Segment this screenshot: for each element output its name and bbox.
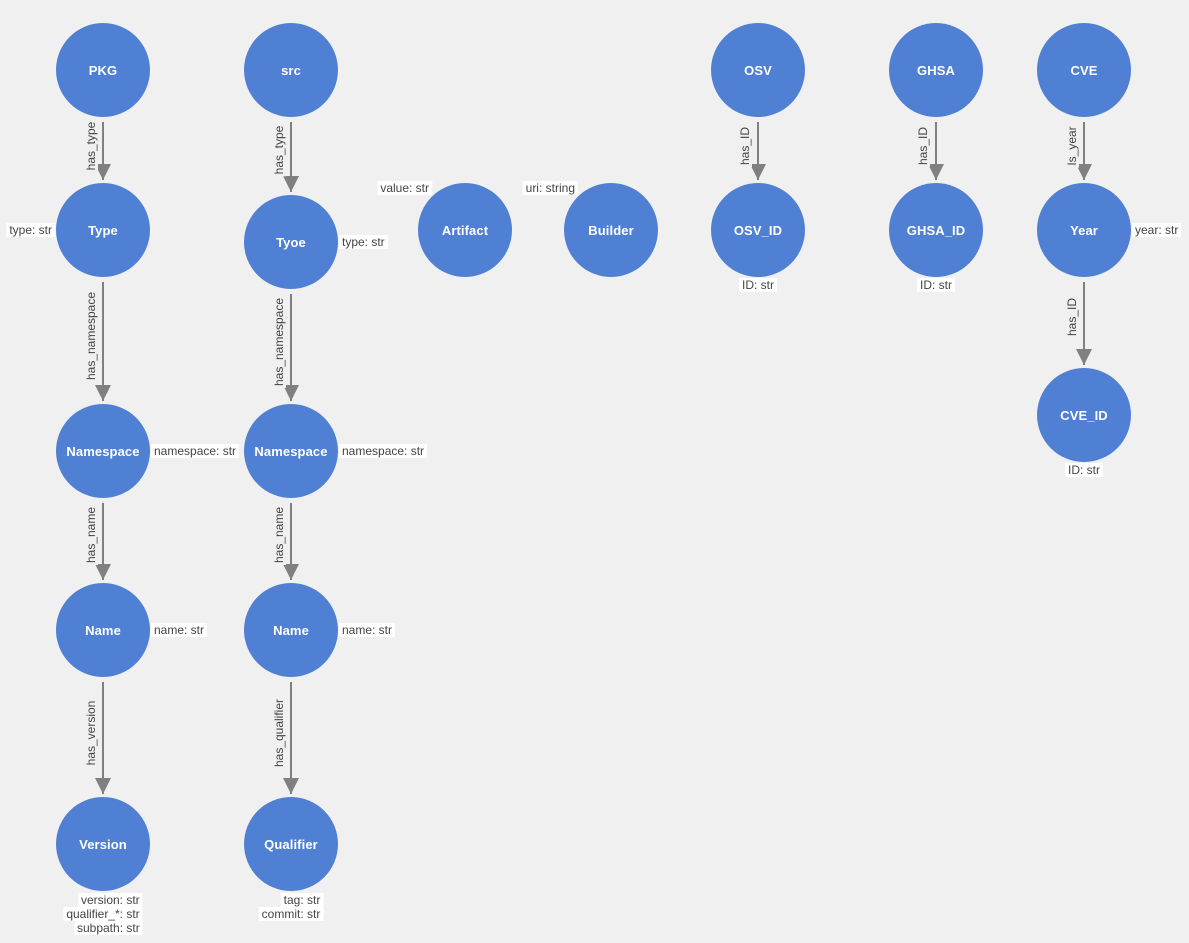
node-label: Namespace bbox=[66, 443, 140, 459]
node-label: OSV_ID bbox=[733, 222, 783, 238]
prop-year: year: str bbox=[1132, 223, 1182, 237]
node-artifact[interactable]: Artifact bbox=[418, 183, 512, 277]
prop-src-name: name: str bbox=[339, 623, 396, 637]
prop-version-subpath: subpath: str bbox=[73, 921, 143, 935]
node-label: src bbox=[281, 62, 301, 78]
edge-label-cve-is-year: Is_year bbox=[1065, 124, 1079, 168]
edge-label-pkg-has-namespace: has_namespace bbox=[84, 289, 98, 383]
prop-cve-id: ID: str bbox=[1065, 463, 1103, 477]
node-label: CVE bbox=[1070, 62, 1098, 78]
node-label: Tyoe bbox=[276, 234, 306, 250]
node-label: CVE_ID bbox=[1060, 407, 1108, 423]
edge-label-src-has-namespace: has_namespace bbox=[272, 295, 286, 389]
node-label: Name bbox=[85, 622, 121, 638]
node-builder[interactable]: Builder bbox=[564, 183, 658, 277]
edge-label-osv-has-id: has_ID bbox=[738, 124, 752, 168]
prop-ghsa-id: ID: str bbox=[917, 278, 955, 292]
prop-qualifier-commit: commit: str bbox=[258, 907, 324, 921]
node-year[interactable]: Year bbox=[1037, 183, 1131, 277]
node-ghsa[interactable]: GHSA bbox=[889, 23, 983, 117]
node-label: GHSA bbox=[917, 62, 955, 78]
node-pkg-type[interactable]: Type bbox=[56, 183, 150, 277]
edge-label-pkg-has-type: has_type bbox=[84, 119, 98, 173]
props-version: version: str qualifier_*: str subpath: s… bbox=[63, 893, 143, 935]
prop-version-qualifier: qualifier_*: str bbox=[63, 907, 143, 921]
node-label: Type bbox=[88, 222, 118, 238]
node-osv[interactable]: OSV bbox=[711, 23, 805, 117]
edge-label-year-has-id: has_ID bbox=[1065, 295, 1079, 339]
prop-osv-id: ID: str bbox=[739, 278, 777, 292]
edge-label-ghsa-has-id: has_ID bbox=[916, 124, 930, 168]
prop-pkg-name: name: str bbox=[151, 623, 208, 637]
node-label: Builder bbox=[588, 222, 634, 238]
prop-qualifier-tag: tag: str bbox=[280, 893, 324, 907]
node-cve[interactable]: CVE bbox=[1037, 23, 1131, 117]
node-cve-id[interactable]: CVE_ID bbox=[1037, 368, 1131, 462]
node-ghsa-id[interactable]: GHSA_ID bbox=[889, 183, 983, 277]
node-label: GHSA_ID bbox=[906, 222, 966, 238]
node-src[interactable]: src bbox=[244, 23, 338, 117]
prop-version-version: version: str bbox=[78, 893, 143, 907]
node-label: Qualifier bbox=[264, 836, 318, 852]
node-label: Year bbox=[1070, 222, 1098, 238]
edge-label-src-has-name: has_name bbox=[272, 504, 286, 566]
edge-label-src-has-type: has_type bbox=[272, 123, 286, 177]
props-ghsa-id: ID: str bbox=[917, 278, 955, 292]
node-version[interactable]: Version bbox=[56, 797, 150, 891]
node-osv-id[interactable]: OSV_ID bbox=[711, 183, 805, 277]
node-pkg-namespace[interactable]: Namespace bbox=[56, 404, 150, 498]
node-label: Namespace bbox=[254, 443, 328, 459]
prop-src-type: type: str bbox=[339, 235, 388, 249]
node-label: Artifact bbox=[441, 222, 489, 238]
prop-artifact: value: str bbox=[377, 181, 432, 195]
node-label: Name bbox=[273, 622, 309, 638]
prop-pkg-type: type: str bbox=[6, 223, 55, 237]
node-src-type[interactable]: Tyoe bbox=[244, 195, 338, 289]
node-src-name[interactable]: Name bbox=[244, 583, 338, 677]
edge-label-pkg-has-version: has_version bbox=[84, 698, 98, 768]
props-osv-id: ID: str bbox=[739, 278, 777, 292]
node-label: OSV bbox=[744, 62, 772, 78]
prop-pkg-namespace: namespace: str bbox=[151, 444, 240, 458]
props-qualifier: tag: str commit: str bbox=[258, 893, 324, 921]
node-pkg[interactable]: PKG bbox=[56, 23, 150, 117]
node-qualifier[interactable]: Qualifier bbox=[244, 797, 338, 891]
edge-label-src-has-qualifier: has_qualifier bbox=[272, 696, 286, 770]
prop-src-namespace: namespace: str bbox=[339, 444, 428, 458]
edge-label-pkg-has-name: has_name bbox=[84, 504, 98, 566]
node-label: PKG bbox=[88, 62, 118, 78]
node-pkg-name[interactable]: Name bbox=[56, 583, 150, 677]
node-label: Version bbox=[79, 836, 127, 852]
prop-builder: uri: string bbox=[522, 181, 578, 195]
node-src-namespace[interactable]: Namespace bbox=[244, 404, 338, 498]
props-cve-id: ID: str bbox=[1065, 463, 1103, 477]
